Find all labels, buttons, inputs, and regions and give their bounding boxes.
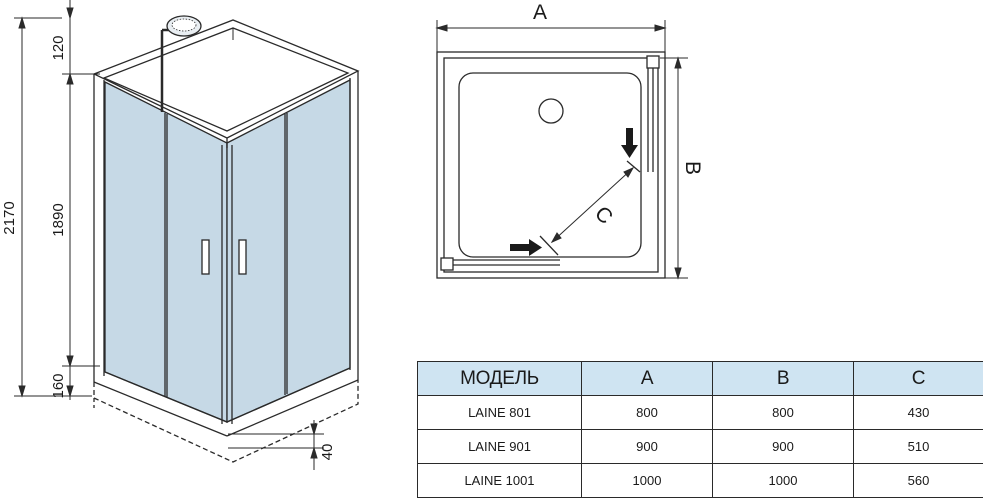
door-handle-right <box>238 239 247 275</box>
cell-model: LAINE 1001 <box>417 463 582 498</box>
cell-a: 800 <box>581 395 713 430</box>
header-b: B <box>712 361 854 396</box>
plan-outer-frame <box>436 51 666 279</box>
drain-icon <box>538 98 564 124</box>
plan-label-c: C <box>590 202 617 229</box>
dim-total-height-label: 2170 <box>1 201 18 234</box>
cell-a: 1000 <box>581 463 713 498</box>
header-a: A <box>581 361 713 396</box>
table-row: LAINE 801 800 800 430 <box>417 395 983 430</box>
cell-c: 510 <box>853 429 983 464</box>
plan-dimensions <box>435 20 688 280</box>
spec-table: МОДЕЛЬ A B C LAINE 801 800 800 430 LAINE… <box>417 361 983 498</box>
dim-tray-height-label: 40 <box>319 444 336 461</box>
door-handle-left <box>201 239 210 275</box>
shower-head-icon <box>160 15 202 112</box>
plan-basin <box>458 72 642 258</box>
cell-model: LAINE 801 <box>417 395 582 430</box>
door-arrow-right-icon <box>510 239 542 256</box>
plan-label-a: A <box>533 1 547 24</box>
plan-label-b: B <box>681 161 704 175</box>
shower-tray <box>93 380 359 463</box>
height-dimensions <box>14 0 324 470</box>
cell-b: 800 <box>712 395 854 430</box>
door-arrow-down-icon <box>621 128 638 158</box>
table-header-row: МОДЕЛЬ A B C <box>417 361 983 396</box>
cell-b: 900 <box>712 429 854 464</box>
table-row: LAINE 901 900 900 510 <box>417 429 983 464</box>
dim-base-height-label: 160 <box>50 373 67 398</box>
cell-model: LAINE 901 <box>417 429 582 464</box>
cell-a: 900 <box>581 429 713 464</box>
top-frame-inner <box>102 27 350 132</box>
cell-b: 1000 <box>712 463 854 498</box>
cell-c: 430 <box>853 395 983 430</box>
dim-glass-height-label: 1890 <box>50 203 67 236</box>
header-model: МОДЕЛЬ <box>417 361 582 396</box>
table-row: LAINE 1001 1000 1000 560 <box>417 463 983 498</box>
header-c: C <box>853 361 983 396</box>
dim-top-offset-label: 120 <box>50 35 67 60</box>
shower-cabin-drawing <box>92 15 360 463</box>
plan-view-drawing <box>436 51 666 279</box>
cell-c: 560 <box>853 463 983 498</box>
